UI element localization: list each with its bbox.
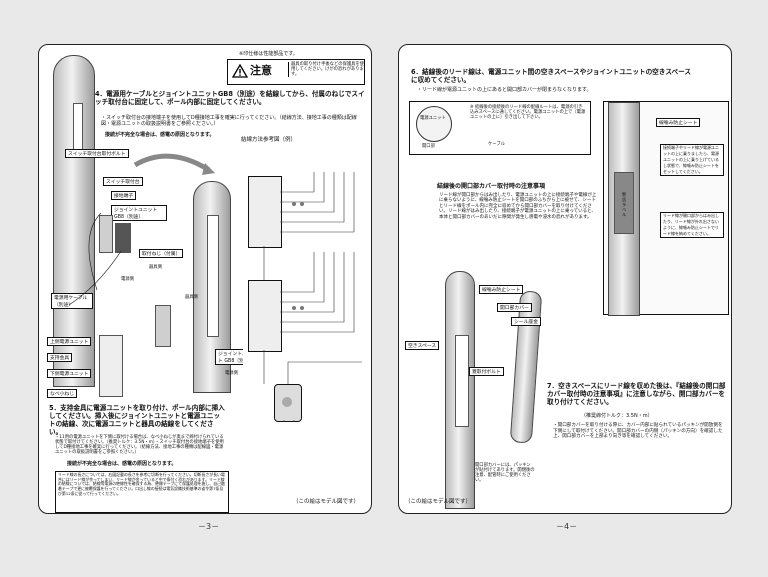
pole-opening-2 <box>207 215 219 337</box>
step7-sub: ・開口部カバーを取り付ける際に、カバー内部に貼られているパッキンが開放側を下側に… <box>553 423 723 439</box>
warning-icon <box>232 64 248 78</box>
model-figure-note: （この絵はモデル図です） <box>293 499 360 505</box>
wire-length-note-box: リード線の長さについては、右図記載の長さを参考に切断を行ってください。切断長さが… <box>55 471 229 513</box>
cable-label: ケーブル <box>488 142 505 147</box>
label-sheet: 線噛み防止シート <box>656 118 701 127</box>
label-joint-unit: ジョイントユニット GB8（別途） <box>111 205 167 221</box>
inset-text: ※ 結線後の接続後のリード線の配線ルートは、電源の引き込みスペースに通してくださ… <box>470 105 586 121</box>
step4-sub: ・スイッチ取付台の接地端子を使用してD種接地工事を確実に行ってください。（結線方… <box>101 115 357 128</box>
warning-text: 器具の取り付け手後などの保護具を使用してください。けがの恐れがあります。 <box>288 62 365 78</box>
inset-box: 電源ユニット 開口部 ※ 結線後の接続後のリード線の配線ルートは、電源の引き込み… <box>409 101 591 155</box>
manual-page-4: 6．結線後のリード線は、電源ユニット間の空きスペースやジョイントユニットの空きス… <box>398 44 732 514</box>
spec-note: ※印仕様は性能部品です。 <box>239 51 298 57</box>
label-pan-screw: なべ小ねじ <box>47 389 77 398</box>
label-fixture-side-2: 器具側 <box>185 295 198 300</box>
label-power-side: 電源側 <box>121 277 134 282</box>
pole-cutaway-figure: 警告ラベル 線噛み防止シート 接続端子やリード線が電源ユニットの上に乗りましたら… <box>603 101 729 316</box>
page-number-4: －4－ <box>556 522 578 531</box>
step7-torque: （推奨締付トルク：3.5N・m） <box>581 413 653 419</box>
step7-title: 7．空きスペースにリード線を収めた後は、『結線後の開口部カバー取付時の注意事項』… <box>547 382 726 406</box>
packing-note: 開口部カバーには、パッキンが貼付けてあります。開閉後の注意、配管時にご使用くださ… <box>475 463 535 484</box>
arrow-curve <box>68 153 215 306</box>
inset-detail-circle <box>416 106 452 142</box>
label-terminal-note: 接続端子やリード線が電源ユニットの上に乗りましたら、電源ユニットの上に乗り上げて… <box>660 144 724 176</box>
step4-warning: 接続が不完全な場合は、感電の原因となります。 <box>105 132 215 138</box>
step5-warning: 接続が不完全な場合は、感電の原因となります。 <box>67 461 177 467</box>
switch-box <box>99 215 113 253</box>
step6-sub: ・リード線が電源ユニットの上にあると開口部カバーが閉まらなくなります。 <box>417 87 592 93</box>
label-empty-space: 空きスペース <box>405 341 440 350</box>
manual-page-3: ※印仕様は性能部品です。 注意 器具の取り付け手後などの保護具を使用してください… <box>38 44 372 514</box>
pole-illustration-3 <box>445 271 475 509</box>
label-upper-unit: 上側電源ユニット <box>47 337 92 346</box>
label-support-bracket: 支持金具 <box>47 353 73 362</box>
wire-length-note: リード線の長さについては、右図記載の長さを参考に切断を行ってください。切断長さが… <box>58 472 225 496</box>
pole-opening-3 <box>455 335 469 427</box>
support-bracket <box>99 335 123 397</box>
upper-power-unit <box>248 176 282 248</box>
label-lead-note: リード線が開口部からはみ出したり、リード線が外れ出さないように、線噛み防止シート… <box>660 212 724 238</box>
step5-title: 5．支持金具に電源ユニットを取り付け、ポール内部に挿入してください。挿入後にジョ… <box>49 404 225 436</box>
label-lower-unit: 下側電源ユニット <box>47 369 92 378</box>
opening-cover <box>509 290 543 444</box>
opening-label: 開口部 <box>422 144 435 149</box>
joint-unit <box>115 223 131 253</box>
label-ground-terminal: 接地端子 <box>111 191 137 200</box>
warning-label: 注意 <box>250 64 272 77</box>
label-cover-bolt: 蓋取付ボルト <box>469 367 504 376</box>
label-power-side-2: 電源側 <box>225 371 238 376</box>
label-switch-base: スイッチ取付台 <box>103 177 143 186</box>
label-sheet-2: 線噛み防止シート <box>479 285 524 294</box>
joint-unit-diagram <box>274 384 302 422</box>
label-switch-bolt: スイッチ取付台取付ボルト <box>65 149 129 158</box>
label-fixture-side: 器具側 <box>149 265 162 270</box>
step4-title: 4．電源用ケーブルとジョイントユニットGB8（別途）を結線してから、付属のねじで… <box>95 90 365 106</box>
warning-label-sticker: 警告ラベル <box>622 192 627 218</box>
caution-title: 結線後の開口部カバー取付時の注意事項 <box>437 183 546 190</box>
step5-sub: ・11用の電源ユニットを下側に取付ける場合は、なべ小ねじが奥まで締付けられている… <box>55 435 224 456</box>
lower-power-unit <box>248 280 282 352</box>
label-mount-screw: 取付ねじ（付属） <box>139 249 184 258</box>
power-unit <box>155 305 171 347</box>
power-unit-cutaway <box>614 172 634 234</box>
model-figure-note-4: （この絵はモデル図です） <box>405 499 472 505</box>
page-number-3: －3－ <box>198 522 220 531</box>
wiring-reference-title: 結線方法参考図（例） <box>241 137 297 143</box>
label-power-cable: 電源用ケーブル（別途） <box>51 293 93 309</box>
inset-unit-label: 電源ユニット <box>420 116 446 121</box>
warning-box: 注意 器具の取り付け手後などの保護具を使用してください。けがの恐れがあります。 <box>227 59 365 85</box>
caution-text: リード線が開口部からはみ出したり、電源ユニットの上に接続端子や電線が上に乗らない… <box>439 193 597 220</box>
label-opening-cover: 開口部カバー <box>497 303 532 312</box>
label-seal-washer: シール座金 <box>511 317 541 326</box>
step6-title: 6．結線後のリード線は、電源ユニット間の空きスペースやジョイントユニットの空きス… <box>411 68 691 84</box>
wiring-diagram <box>243 151 371 423</box>
wiring-lines <box>263 172 362 422</box>
